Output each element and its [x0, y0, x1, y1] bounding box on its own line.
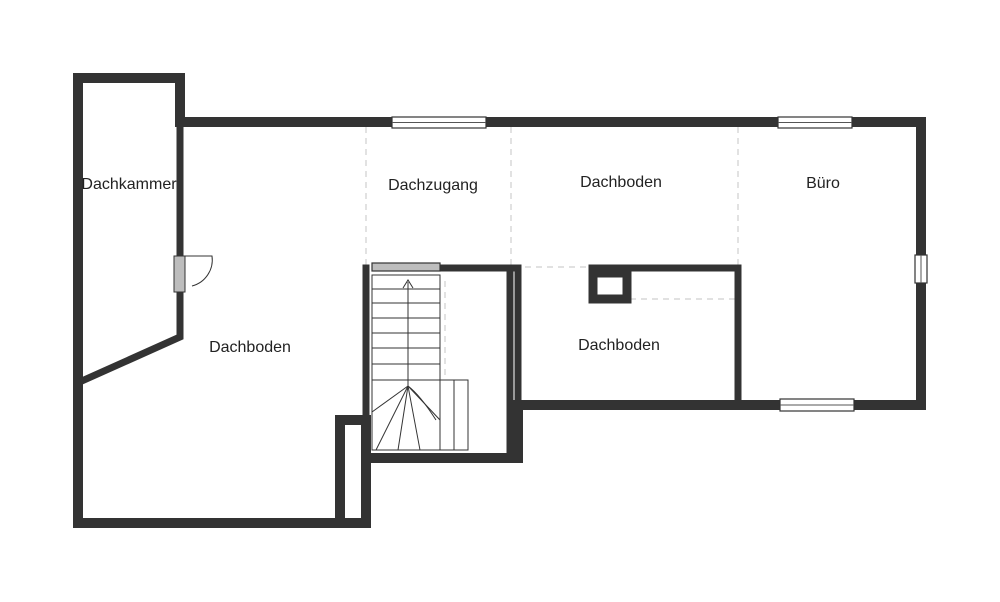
- room-dividers: [365, 127, 739, 380]
- door: [173, 255, 213, 293]
- room-label-dachkammer: Dachkammer: [81, 176, 177, 193]
- window-bottom-right: [779, 398, 855, 412]
- exterior-walls: [73, 73, 926, 528]
- chimney-shape: [588, 268, 632, 304]
- window-top-right: [777, 116, 853, 129]
- room-label-dachboden-center: Dachboden: [578, 337, 660, 354]
- window-right: [914, 254, 928, 284]
- staircase: [371, 274, 469, 451]
- room-label-buero: Büro: [806, 175, 840, 192]
- room-label-dachboden-top: Dachboden: [580, 174, 662, 191]
- room-labels: Dachkammer Dachboden Dachzugang Dachbode…: [81, 174, 840, 356]
- door-leaf: [173, 255, 186, 293]
- room-label-dachboden-left: Dachboden: [209, 339, 291, 356]
- window-stair-top: [371, 262, 441, 272]
- window-top-left: [391, 116, 487, 129]
- windows: [371, 116, 928, 412]
- interior-walls: [79, 118, 742, 462]
- room-label-dachzugang: Dachzugang: [388, 177, 478, 194]
